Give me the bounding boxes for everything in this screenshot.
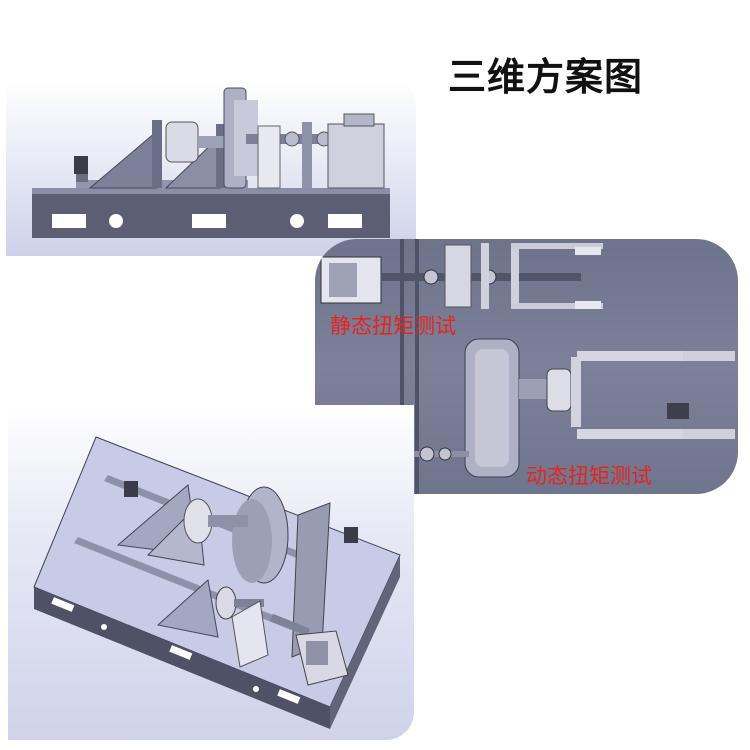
top-view-render [315, 239, 738, 494]
dynamic-torque-label: 动态扭矩测试 [526, 464, 652, 488]
isometric-view-render [8, 405, 414, 740]
side-view-render [6, 80, 416, 256]
page-title: 三维方案图 [448, 55, 644, 99]
static-torque-label: 静态扭矩测试 [330, 314, 456, 338]
